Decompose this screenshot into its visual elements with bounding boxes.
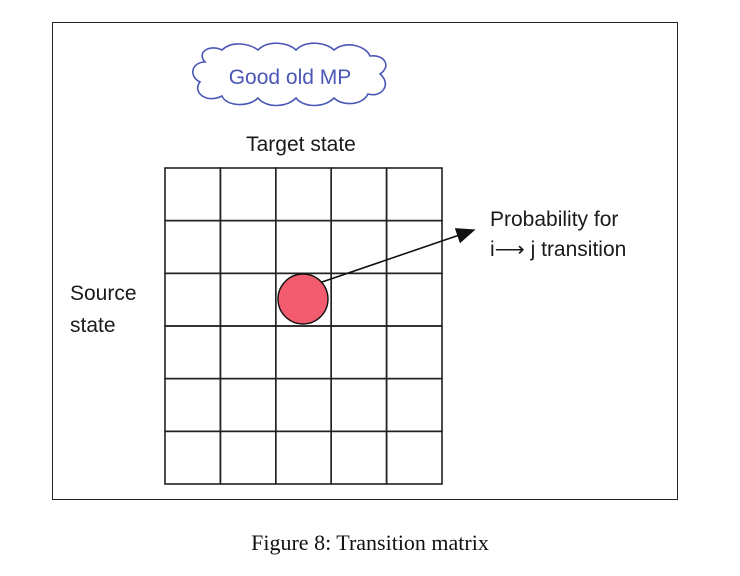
matrix-cell (274, 377, 332, 433)
source-state-label-line2: state (70, 314, 116, 337)
matrix-cell (164, 377, 222, 433)
matrix-cell (219, 377, 277, 433)
matrix-cell (385, 272, 443, 327)
matrix-cell (385, 325, 443, 380)
pointer-arrow (321, 228, 476, 283)
target-state-label: Target state (246, 133, 356, 156)
cloud-label: Good old MP (229, 66, 352, 89)
matrix-cell (330, 219, 388, 275)
matrix-grid (164, 167, 443, 485)
cloud-shape (192, 42, 387, 107)
matrix-cell (219, 219, 277, 275)
matrix-cell (330, 430, 388, 485)
source-state-label-line1: Source (70, 282, 137, 305)
matrix-cell (274, 325, 332, 380)
highlighted-cell-marker (277, 273, 329, 325)
probability-label-line2: i⟶ j transition (490, 238, 626, 261)
figure-caption: Figure 8: Transition matrix (251, 530, 489, 555)
matrix-cell (164, 272, 222, 327)
matrix-cell (219, 430, 277, 485)
matrix-cell (385, 377, 443, 433)
matrix-cell (164, 219, 222, 275)
matrix-cell (385, 219, 443, 275)
matrix-cell (330, 272, 388, 327)
matrix-cell (219, 325, 277, 380)
matrix-cell (330, 325, 388, 380)
matrix-cell (164, 325, 222, 380)
matrix-cell (219, 272, 277, 327)
matrix-cell (330, 167, 388, 222)
figure-frame (52, 22, 678, 500)
matrix-cell (385, 167, 443, 222)
matrix-cell (385, 430, 443, 485)
matrix-cell (274, 167, 332, 222)
matrix-cell (219, 167, 277, 222)
matrix-cell (274, 430, 332, 485)
matrix-cell (274, 219, 332, 275)
probability-label-line1: Probability for (490, 208, 618, 231)
matrix-cell (164, 430, 222, 485)
matrix-cell (330, 377, 388, 433)
matrix-cell (164, 167, 222, 222)
